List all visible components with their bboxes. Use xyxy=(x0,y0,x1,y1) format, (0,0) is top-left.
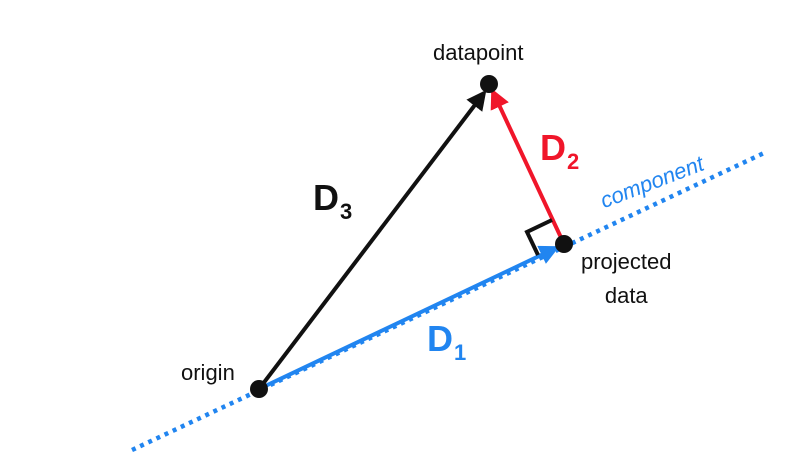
vector-d1-arrow xyxy=(258,245,560,391)
origin-label: origin xyxy=(181,360,235,385)
projected-data-label-line2: data xyxy=(604,283,648,308)
projected-data-label: projected data xyxy=(581,245,672,313)
datapoint-label: datapoint xyxy=(433,40,524,65)
right-angle-marker xyxy=(524,218,553,256)
vector-d2-letter: D xyxy=(540,127,566,168)
vector-d2-subscript: 2 xyxy=(567,149,580,174)
datapoint-point xyxy=(480,75,498,93)
projected-data-point xyxy=(555,235,573,253)
vector-d3-letter: D xyxy=(313,177,339,218)
projected-data-label-line1: projected xyxy=(581,249,672,274)
vector-d3-label: D3 xyxy=(313,178,352,232)
vector-d2-arrow xyxy=(490,88,566,245)
vector-d2-label: D2 xyxy=(540,128,579,182)
vector-d1-letter: D xyxy=(427,318,453,359)
vector-d1-subscript: 1 xyxy=(454,340,467,365)
vector-d3-arrow xyxy=(257,89,487,391)
vector-d1-label: D1 xyxy=(427,319,466,373)
origin-point xyxy=(250,380,268,398)
vector-d3-subscript: 3 xyxy=(340,199,353,224)
